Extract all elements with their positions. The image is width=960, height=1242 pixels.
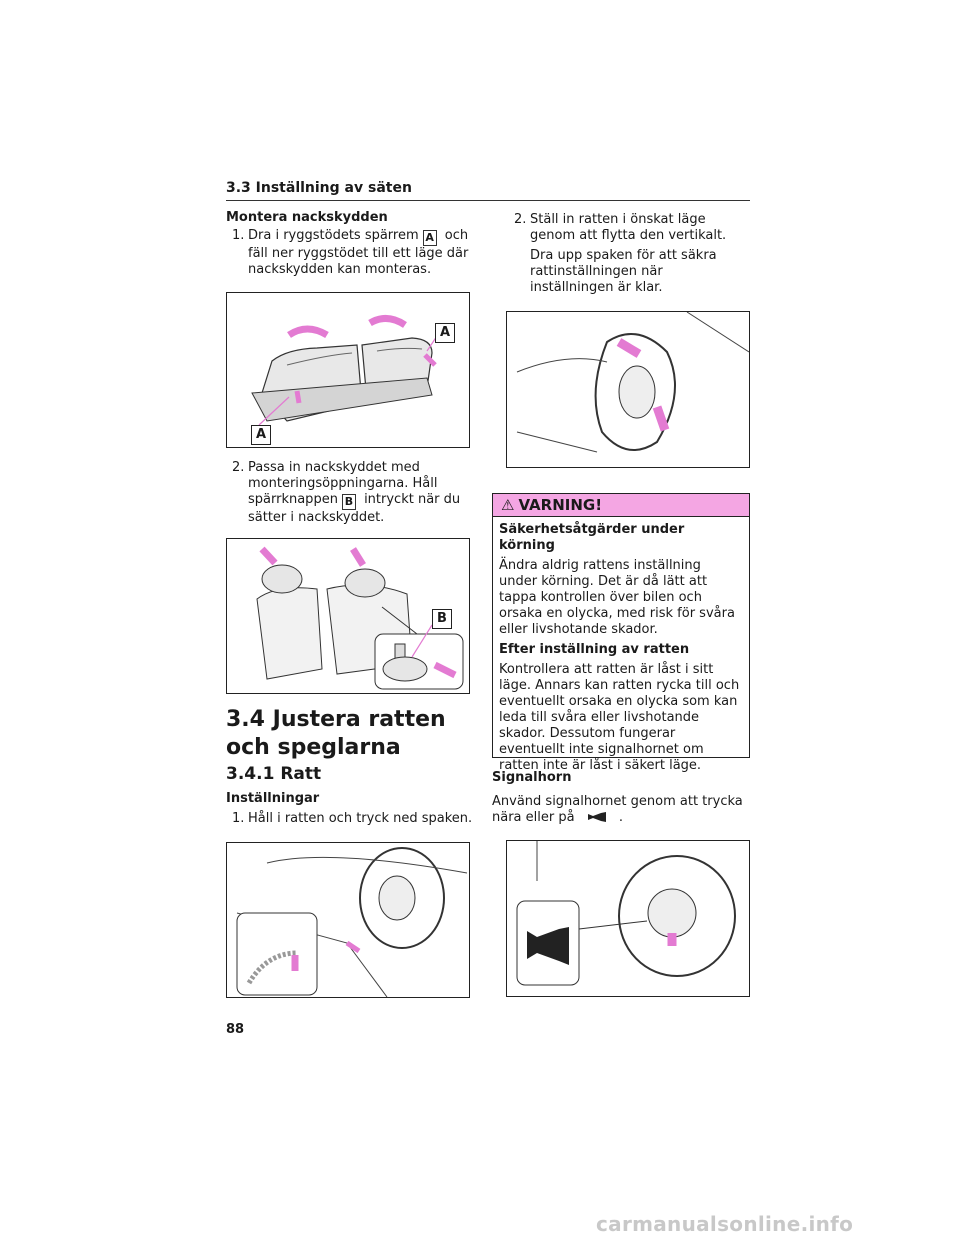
figure-horn: [506, 840, 750, 997]
step-number: 1.: [232, 811, 245, 826]
callout-a-lower: A: [251, 425, 271, 445]
key-label-a: A: [422, 230, 437, 246]
subheading-installningar: Inställningar: [226, 791, 320, 806]
warning-box: ⚠ VARNING! Säkerhetsåtgärder under körni…: [492, 493, 750, 773]
key-label-b: B: [341, 494, 356, 510]
warning-subheading-2: Efter inställning av ratten: [499, 642, 690, 657]
step-text: Passa in nackskyddet med monteringsöppni…: [248, 460, 438, 507]
horn-text-end: .: [618, 810, 623, 825]
figure-steering-adjust: [506, 311, 750, 468]
step-3: 1. Håll i ratten och tryck ned spaken.: [232, 811, 474, 827]
warning-subheading-1: Säkerhetsåtgärder under körning: [499, 522, 685, 553]
step-text: Dra i ryggstödets spärrem: [248, 228, 419, 243]
figure-steering-lever: [226, 842, 470, 998]
warning-paragraph-2: Kontrollera att ratten är låst i sitt lä…: [499, 662, 740, 773]
step-4: 2. Ställ in ratten i önskat läge genom a…: [514, 212, 750, 296]
section-header: 3.3 Inställning av säten: [226, 180, 750, 201]
section-title-3-4-1: 3.4.1 Ratt: [226, 764, 322, 784]
step-text: Håll i ratten och tryck ned spaken.: [248, 811, 473, 826]
warning-title: VARNING!: [518, 496, 603, 514]
horn-icon: [587, 811, 607, 828]
figure-seat-backrest: A A: [226, 292, 470, 448]
step-number: 1.: [232, 228, 245, 243]
warning-paragraph-1: Ändra aldrig rattens inställning under k…: [499, 558, 735, 637]
horn-paragraph: Använd signalhornet genom att trycka när…: [492, 794, 750, 828]
subheading-signalhorn: Signalhorn: [492, 770, 572, 785]
section-title-3-4: 3.4 Justera ratten och speglarna: [226, 707, 446, 760]
step-text: Ställ in ratten i önskat läge genom att …: [530, 212, 727, 243]
step-number: 2.: [514, 212, 527, 227]
subheading-montera: Montera nackskydden: [226, 210, 388, 225]
watermark: carmanualsonline.info: [596, 1212, 854, 1236]
step-2: 2. Passa in nackskyddet med monteringsöp…: [232, 460, 474, 526]
step-text-extra: Dra upp spaken för att säkra rattinställ…: [530, 248, 717, 295]
step-number: 2.: [232, 460, 245, 475]
warning-header: ⚠ VARNING!: [493, 494, 749, 517]
page-number: 88: [226, 1022, 245, 1037]
callout-a-upper: A: [435, 323, 455, 343]
step-text-cont: intryckt när du sätter i nackskyddet.: [248, 492, 461, 525]
figure-headrest: B: [226, 538, 470, 694]
warning-icon: ⚠: [501, 496, 515, 514]
step-text-cont: och fäll ner ryggstödet till ett läge dä…: [248, 228, 469, 277]
horn-text: Använd signalhornet genom att trycka när…: [492, 794, 743, 825]
callout-b: B: [432, 609, 452, 629]
